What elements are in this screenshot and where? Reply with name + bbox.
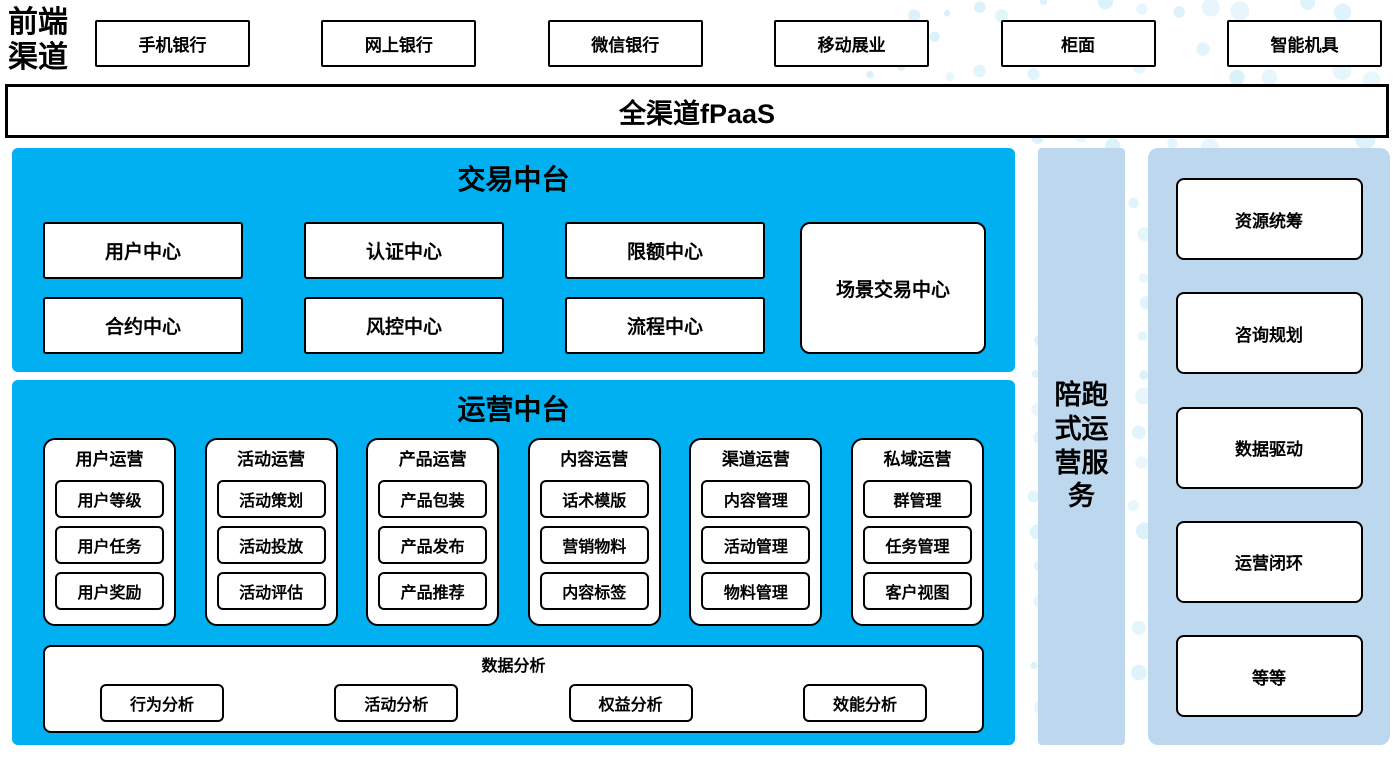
operation-group: 渠道运营 内容管理 活动管理 物料管理 (689, 438, 823, 626)
trade-platform-title: 交易中台 (457, 165, 570, 196)
trade-centers-grid: 用户中心 认证中心 限额中心 合约中心 风控中心 流程中心 (43, 222, 765, 354)
trade-center-box: 流程中心 (565, 297, 765, 354)
trade-center-box: 用户中心 (43, 222, 243, 279)
trade-center-box: 限额中心 (565, 222, 765, 279)
data-analysis-item: 效能分析 (802, 684, 927, 722)
channel-box: 智能机具 (1226, 20, 1382, 67)
operation-group: 活动运营 活动策划 活动投放 活动评估 (204, 438, 338, 626)
operation-group-item: 客户视图 (862, 572, 972, 610)
scene-trade-center-box: 场景交易中心 (800, 222, 986, 354)
trade-center-box: 认证中心 (304, 222, 504, 279)
channel-box: 移动展业 (774, 20, 930, 67)
side-service-label: 陪跑式运营服务 (1054, 380, 1109, 512)
operation-group-item: 产品推荐 (378, 572, 488, 610)
channel-box: 微信银行 (547, 20, 703, 67)
channel-box: 手机银行 (95, 20, 250, 67)
right-panel-box: 运营闭环 (1175, 520, 1363, 603)
operation-group-item: 物料管理 (701, 572, 811, 610)
operation-group-title: 产品运营 (398, 450, 467, 469)
operation-group: 私域运营 群管理 任务管理 客户视图 (850, 438, 984, 626)
operation-group-title: 活动运营 (237, 450, 306, 469)
operation-group-item: 产品发布 (378, 526, 488, 564)
operation-platform-block: 运营中台 用户运营 用户等级 用户任务 用户奖励 活动运营 活动策划 活动投放 … (12, 380, 1015, 745)
operation-group-item: 用户任务 (55, 526, 164, 564)
operation-platform-title: 运营中台 (457, 395, 570, 426)
operation-group-item: 用户等级 (55, 480, 164, 518)
fpaas-bar: 全渠道fPaaS (5, 84, 1389, 138)
operation-group-item: 活动投放 (216, 526, 326, 564)
right-service-panel: 资源统筹 咨询规划 数据驱动 运营闭环 等等 (1148, 148, 1390, 745)
trade-center-box: 风控中心 (304, 297, 504, 354)
operation-group-item: 内容管理 (701, 480, 811, 518)
right-panel-box: 等等 (1175, 635, 1363, 717)
data-analysis-item: 权益分析 (568, 684, 693, 722)
data-analysis-title: 数据分析 (481, 658, 546, 675)
data-analysis-box: 数据分析 行为分析 活动分析 权益分析 效能分析 (43, 645, 984, 733)
trade-platform-block: 交易中台 用户中心 认证中心 限额中心 合约中心 风控中心 流程中心 场景交易中… (12, 148, 1015, 372)
trade-center-box: 合约中心 (43, 297, 243, 354)
operation-group-item: 内容标签 (539, 572, 649, 610)
operation-group-title: 内容运营 (560, 450, 629, 469)
operation-group-item: 活动策划 (216, 480, 326, 518)
right-panel-box: 咨询规划 (1175, 292, 1363, 375)
data-analysis-row: 行为分析 活动分析 权益分析 效能分析 (100, 684, 927, 722)
channel-box: 网上银行 (321, 20, 477, 67)
operation-group-item: 活动评估 (216, 572, 326, 610)
operation-group-item: 任务管理 (862, 526, 972, 564)
front-channels-label: 前端渠道 (8, 6, 68, 74)
operation-group-item: 营销物料 (539, 526, 649, 564)
right-panel-box: 资源统筹 (1175, 178, 1363, 260)
operation-group-item: 用户奖励 (55, 572, 164, 610)
channel-box: 柜面 (1000, 20, 1156, 67)
operation-group-title: 用户运营 (75, 450, 144, 469)
data-analysis-item: 活动分析 (334, 684, 459, 722)
front-channels-row: 手机银行 网上银行 微信银行 移动展业 柜面 智能机具 (95, 20, 1382, 67)
right-panel-box: 数据驱动 (1175, 406, 1363, 489)
operation-group: 用户运营 用户等级 用户任务 用户奖励 (43, 438, 176, 626)
side-service-bar: 陪跑式运营服务 (1038, 148, 1125, 745)
operation-groups-row: 用户运营 用户等级 用户任务 用户奖励 活动运营 活动策划 活动投放 活动评估 … (43, 438, 984, 626)
operation-group-title: 渠道运营 (721, 450, 790, 469)
operation-group-item: 话术模版 (539, 480, 649, 518)
operation-group: 产品运营 产品包装 产品发布 产品推荐 (366, 438, 500, 626)
operation-group-item: 活动管理 (701, 526, 811, 564)
operation-group-title: 私域运营 (883, 450, 952, 469)
operation-group-item: 产品包装 (378, 480, 488, 518)
data-analysis-item: 行为分析 (100, 684, 224, 722)
operation-group-item: 群管理 (862, 480, 972, 518)
operation-group: 内容运营 话术模版 营销物料 内容标签 (527, 438, 661, 626)
